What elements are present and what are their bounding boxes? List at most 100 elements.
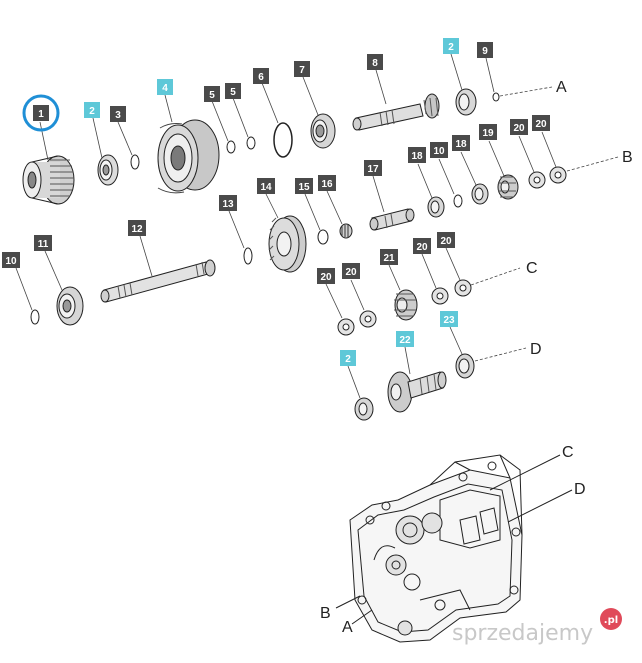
label-19: 19 (479, 124, 497, 140)
part-20-washer-f (454, 279, 472, 297)
label-10b: 10 (430, 142, 448, 158)
svg-text:17: 17 (367, 164, 379, 175)
marker-d-housing: D (574, 481, 586, 498)
svg-text:18: 18 (455, 139, 467, 150)
svg-text:20: 20 (535, 119, 547, 130)
label-20e: 20 (413, 238, 431, 254)
svg-text:21: 21 (383, 253, 395, 264)
part-9-ring (492, 92, 500, 102)
part-17-shaft (369, 208, 415, 231)
svg-text:4: 4 (162, 83, 168, 94)
svg-text:10: 10 (5, 256, 17, 267)
part-6-snap-ring (273, 122, 293, 158)
part-14-gear (268, 215, 307, 273)
part-10-ring-a (30, 309, 40, 325)
label-20a: 20 (510, 119, 528, 135)
part-20-washer-d (359, 310, 377, 328)
label-14: 14 (257, 178, 275, 194)
label-22: 22 (396, 331, 414, 347)
svg-text:9: 9 (482, 46, 488, 57)
svg-text:20: 20 (513, 123, 525, 134)
label-17: 17 (364, 160, 382, 176)
svg-text:20: 20 (440, 236, 452, 247)
callout-labels: 1 2 3 4 5 5 6 7 8 2 9 10 11 12 13 14 15 … (2, 38, 550, 366)
part-4-clutch-drum (157, 119, 220, 194)
part-1-coupling (22, 155, 75, 205)
part-21-gear (394, 289, 418, 321)
svg-text:7: 7 (299, 65, 305, 76)
label-13: 13 (219, 195, 237, 211)
part-10-ring-b (453, 194, 463, 208)
watermark-badge (600, 608, 622, 630)
label-7: 7 (294, 61, 310, 77)
part-20-washer-e (431, 287, 449, 305)
svg-text:19: 19 (482, 128, 494, 139)
label-15: 15 (295, 178, 313, 194)
label-8: 8 (367, 54, 383, 70)
part-18-bearing-a (427, 196, 445, 218)
part-5-ring-b (246, 136, 256, 150)
label-2c: 2 (340, 350, 356, 366)
part-15-ring (317, 229, 329, 245)
label-20f: 20 (437, 232, 455, 248)
label-18a: 18 (408, 147, 426, 163)
part-20-washer-c (337, 318, 355, 336)
part-12-main-shaft (100, 259, 216, 303)
marker-d-top: D (530, 341, 542, 358)
svg-text:5: 5 (209, 90, 215, 101)
svg-text:20: 20 (416, 242, 428, 253)
part-2-bearing-a (97, 154, 119, 186)
highlight-circle (22, 94, 60, 132)
part-23-bearing (455, 353, 475, 379)
svg-text:15: 15 (298, 182, 310, 193)
label-2b: 2 (443, 38, 459, 54)
label-10a: 10 (2, 252, 20, 268)
label-18b: 18 (452, 135, 470, 151)
svg-text:22: 22 (399, 335, 411, 346)
label-9: 9 (477, 42, 493, 58)
marker-c-top: C (526, 260, 538, 277)
part-20-washer-b (549, 166, 567, 184)
marker-a-housing: A (342, 619, 353, 636)
svg-text:2: 2 (448, 42, 454, 53)
label-16: 16 (318, 175, 336, 191)
svg-text:8: 8 (372, 58, 378, 69)
part-11-bearing (56, 286, 84, 326)
label-3: 3 (110, 106, 126, 122)
gearbox-housing (335, 454, 573, 643)
svg-text:14: 14 (260, 182, 272, 193)
marker-b-top: B (622, 149, 633, 166)
marker-b-housing: B (320, 605, 331, 622)
parts (22, 88, 567, 421)
label-2a: 2 (84, 102, 100, 118)
marker-c-housing: C (562, 444, 574, 461)
label-20c: 20 (317, 268, 335, 284)
part-16-needle-bearing (339, 223, 353, 239)
connection-lines (470, 86, 619, 362)
part-5-ring-a (226, 140, 236, 154)
svg-text:23: 23 (443, 315, 455, 326)
marker-a-top: A (556, 79, 567, 96)
svg-text:1: 1 (38, 109, 44, 120)
svg-text:3: 3 (115, 110, 121, 121)
svg-text:16: 16 (321, 179, 333, 190)
svg-text:13: 13 (222, 199, 234, 210)
label-20b: 20 (532, 115, 550, 131)
part-20-washer-a (528, 171, 546, 189)
svg-text:12: 12 (131, 224, 143, 235)
watermark-suffix: .pl (604, 615, 618, 626)
svg-text:11: 11 (38, 239, 49, 250)
watermark: sprzedajemy .pl (452, 608, 622, 646)
part-22-gear-shaft (387, 371, 447, 413)
svg-text:5: 5 (230, 87, 236, 98)
svg-text:18: 18 (411, 151, 423, 162)
label-4: 4 (157, 79, 173, 95)
label-5a: 5 (204, 86, 220, 102)
svg-text:6: 6 (258, 72, 264, 83)
svg-text:20: 20 (320, 272, 332, 283)
part-2-bearing-c (354, 397, 374, 421)
part-8-pinion-shaft (352, 93, 440, 131)
svg-text:10: 10 (433, 146, 445, 157)
label-1: 1 (33, 105, 49, 121)
